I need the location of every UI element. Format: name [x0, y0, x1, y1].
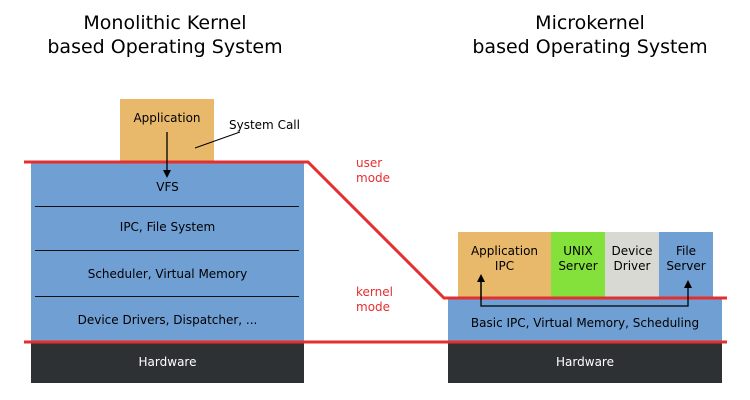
layer-divider	[35, 250, 299, 251]
layer-divider	[35, 296, 299, 297]
server-device-driver: Device Driver	[605, 232, 659, 298]
layer-scheduler-virtual-memory: Scheduler, Virtual Memory	[87, 266, 248, 281]
user-mode-line1: user	[356, 156, 383, 170]
layer-vfs: VFS	[156, 179, 179, 194]
kernel-mode-line1: kernel	[356, 285, 393, 299]
microkernel-block: Basic IPC, Virtual Memory, Scheduling	[448, 298, 722, 342]
layer-ipc-file-system: IPC, File System	[119, 219, 216, 234]
server-unix-line2: Server	[558, 259, 598, 273]
server-unix: UNIX Server	[551, 232, 605, 298]
layer-divider	[35, 206, 299, 207]
user-mode-label: user mode	[356, 156, 390, 186]
server-application-ipc: Application IPC	[458, 232, 551, 298]
microkernel-title: Microkernel based Operating System	[450, 11, 730, 59]
microkernel-title-line2: based Operating System	[472, 36, 708, 58]
server-device-driver-line1: Device	[611, 244, 653, 258]
layer-device-drivers: Device Drivers, Dispatcher, ...	[77, 312, 258, 327]
server-unix-line1: UNIX	[563, 244, 593, 258]
left-hardware: Hardware	[31, 342, 304, 383]
monolithic-title-line2: based Operating System	[47, 36, 283, 58]
microkernel-title-line1: Microkernel	[535, 12, 645, 34]
user-mode-line2: mode	[356, 171, 391, 185]
right-hardware: Hardware	[448, 342, 722, 383]
server-device-driver-line2: Driver	[613, 259, 651, 273]
system-call-label: System Call	[229, 118, 300, 132]
server-application-ipc-line1: Application	[470, 244, 539, 258]
server-file: File Server	[659, 232, 713, 298]
monolithic-title-line1: Monolithic Kernel	[83, 12, 247, 34]
kernel-mode-line2: mode	[356, 300, 391, 314]
application-box: Application	[120, 99, 214, 163]
monolithic-title: Monolithic Kernel based Operating System	[25, 11, 305, 59]
server-application-ipc-line2: IPC	[494, 259, 515, 273]
kernel-mode-label: kernel mode	[356, 285, 393, 315]
application-label: Application	[133, 111, 201, 125]
server-file-line2: Server	[666, 259, 706, 273]
server-file-line1: File	[675, 244, 697, 258]
